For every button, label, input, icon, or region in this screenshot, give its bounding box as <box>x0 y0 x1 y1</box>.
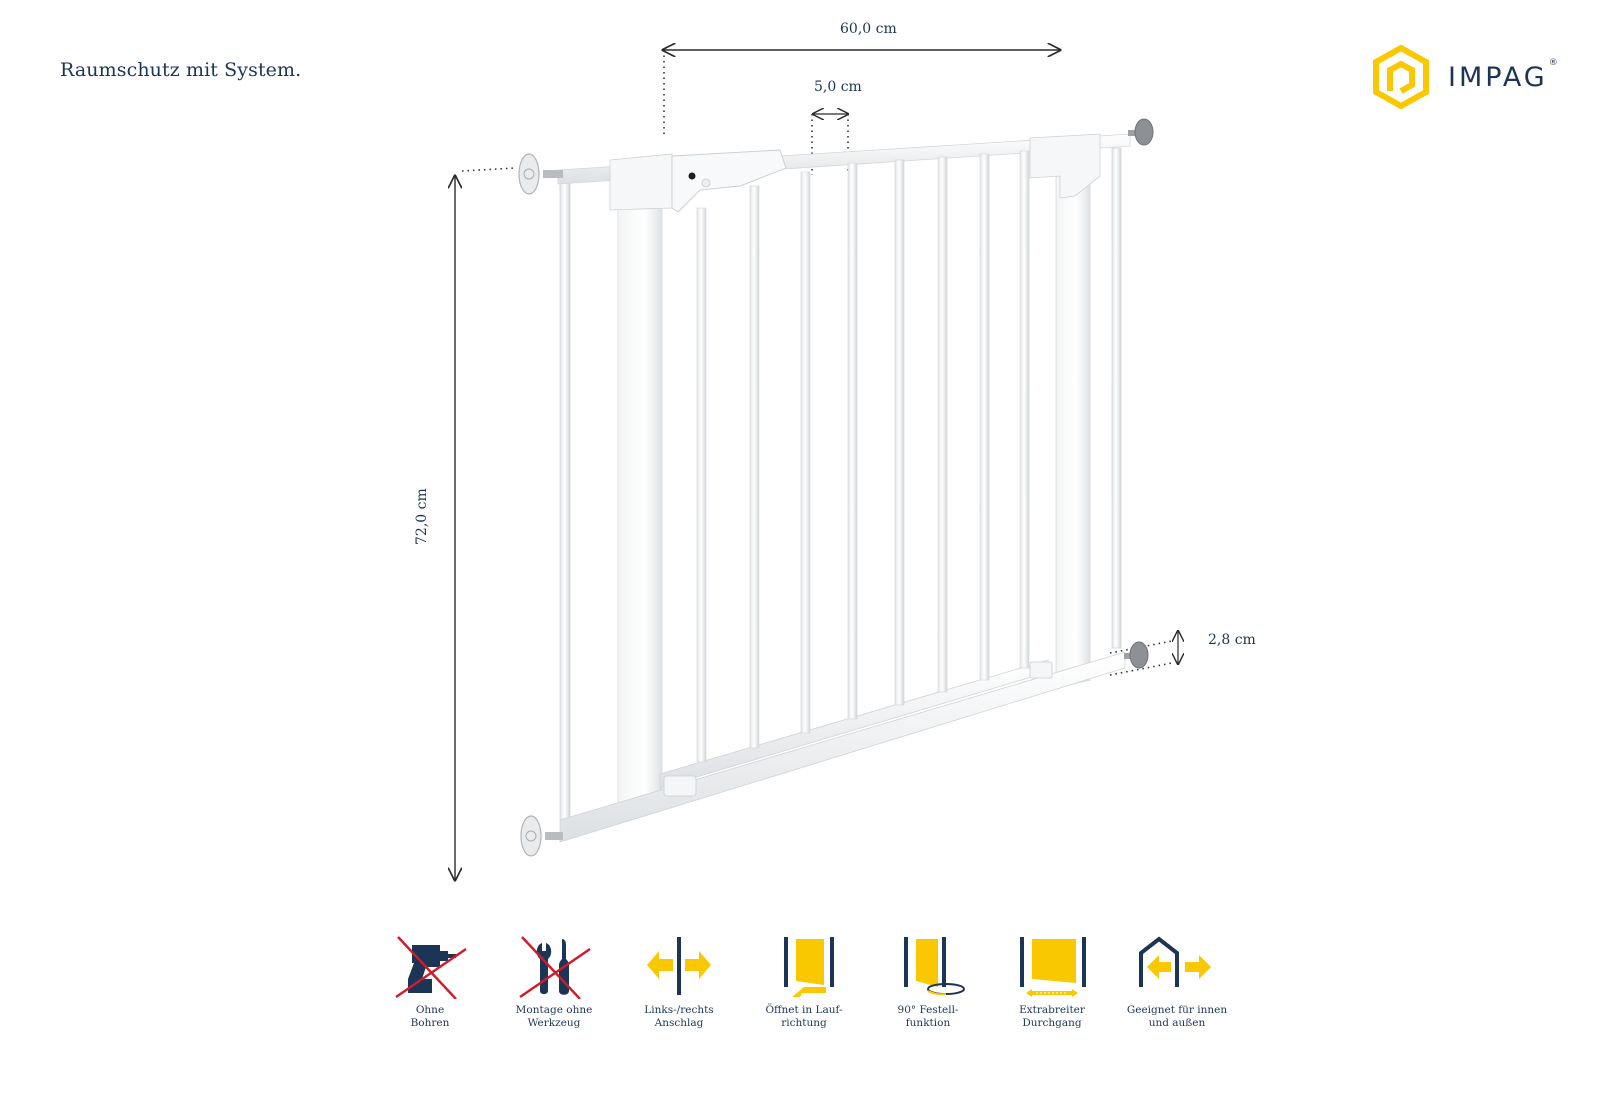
brand-name: IMPAG® <box>1448 57 1561 93</box>
gate-bars <box>696 150 1030 763</box>
feature-item: Öffnet in Lauf-richtung <box>744 935 864 1030</box>
tagline: Raumschutz mit System. <box>60 59 302 81</box>
height-dimension <box>455 167 516 880</box>
feature-item: 90° Festell-funktion <box>868 935 988 1030</box>
width-dimension <box>663 50 1060 135</box>
no-tools-icon <box>519 936 591 999</box>
bar-gap-dimension-label: 5,0 cm <box>814 79 862 95</box>
pressure-mount-top-right <box>1128 118 1154 146</box>
extra-wide-passage-icon <box>1020 937 1086 997</box>
no-drill-icon <box>395 936 467 999</box>
width-dimension-label: 60,0 cm <box>840 21 897 37</box>
floor-clearance-dimension-label: 2,8 cm <box>1208 632 1256 648</box>
pressure-mount-bottom-right <box>1124 641 1149 669</box>
hexagon-logo-icon <box>1373 45 1429 109</box>
opens-walking-direction-icon <box>784 937 834 997</box>
90-degree-hold-icon <box>904 937 965 996</box>
pressure-mount-bottom-left <box>520 815 563 857</box>
brand-logo: IMPAG® <box>1372 44 1562 110</box>
floor-clearance-dimension <box>1109 631 1178 676</box>
safety-gate-drawing <box>0 0 1600 900</box>
indoor-outdoor-icon <box>1139 936 1211 987</box>
pressure-mount-top-left <box>518 153 563 195</box>
height-dimension-label: 72,0 cm <box>414 488 430 545</box>
left-right-hinge-icon <box>647 937 711 995</box>
